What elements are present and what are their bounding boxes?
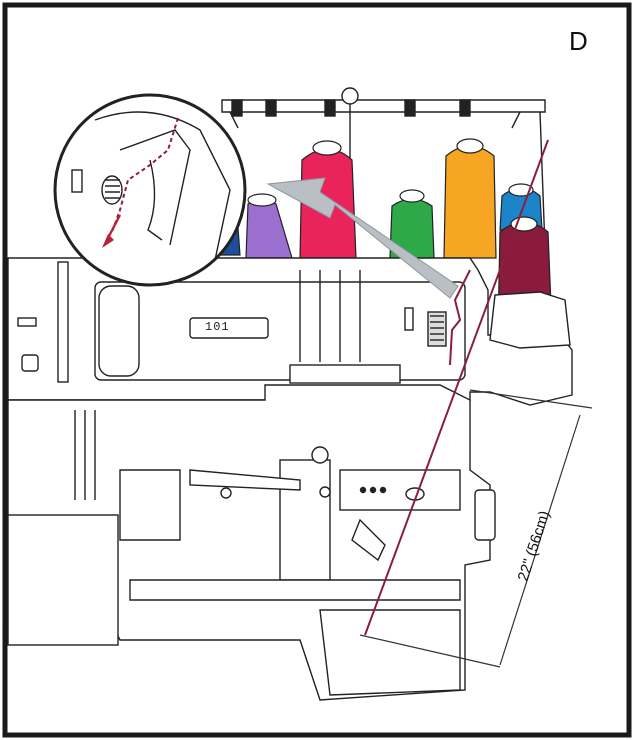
panel-counter: 101 — [205, 320, 230, 334]
thread-stand — [221, 87, 549, 331]
dimension-label: 22" (56cm) — [515, 509, 554, 584]
machine-lower — [7, 384, 496, 701]
cone-orange — [443, 145, 497, 259]
panel-label: D — [569, 26, 588, 56]
machine-body — [7, 257, 573, 406]
cone-purple — [245, 198, 293, 259]
direction-arrow — [266, 177, 459, 299]
magnifier-inset — [53, 93, 247, 287]
thread-cones — [219, 138, 553, 331]
dimension-lines — [359, 389, 593, 668]
thread-path — [364, 139, 549, 636]
